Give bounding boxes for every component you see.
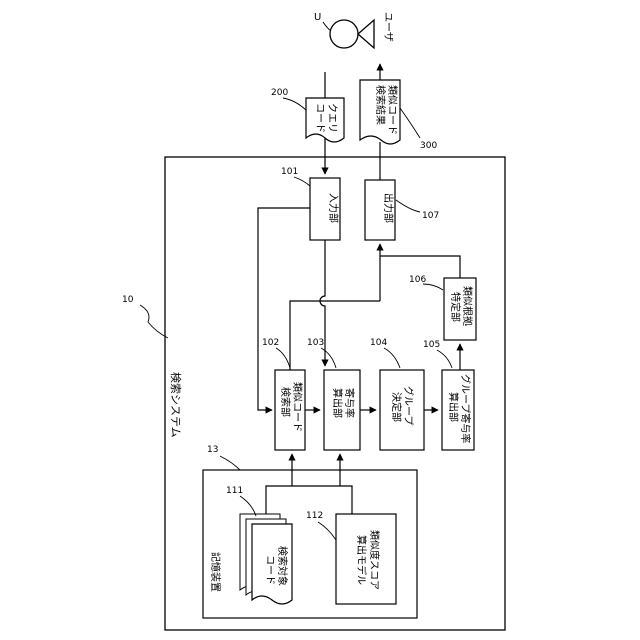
user-label: ユーザ [382,12,394,42]
model-line2: 算出モデル [355,535,368,585]
user-figure: U ユーザ [314,12,394,48]
group-decision-unit: グループ 決定部 104 [370,338,424,450]
search-line2: 検索部 [279,387,292,417]
similar-code-result-document: 類似コード 検索結果 300 [360,80,437,151]
query-ref-number: 200 [271,88,288,98]
system-ref-number: 10 [122,295,134,305]
contribution-rate-unit: 寄与率 算出部 103 [307,338,360,450]
targets-line1: 検索対象 [276,546,289,586]
group-contrib-leader [437,350,452,368]
output-unit: 出力部 107 [365,180,439,240]
user-leader [323,22,331,31]
query-leader [283,98,306,110]
query-line1: クエリ [326,103,338,133]
storage-leader [220,456,240,470]
query-code-document: クエリ コード 200 [271,88,344,142]
group-decide-line2: 決定部 [390,392,403,422]
search-leader [276,348,290,368]
group-decide-leader [384,348,400,368]
contribution-leader [321,348,336,368]
targets-ref-number: 111 [226,486,243,496]
input-label: 入力部 [327,193,340,223]
output-label: 出力部 [382,193,395,223]
group-decide-ref-number: 104 [370,338,387,348]
user-body-icon [358,20,374,48]
output-ref-number: 107 [422,211,439,221]
targets-line2: コード [264,555,275,585]
contribution-ref-number: 103 [307,338,324,348]
query-line2: コード [314,103,325,133]
input-unit: 入力部 101 [281,167,340,240]
storage-device: 記憶装置 13 検索対象 コード 111 類似度スコア 算出モデル 112 [203,445,417,618]
system-label: 検索システム [169,372,183,438]
group-contrib-ref-number: 105 [423,340,440,350]
model-ref-number: 112 [306,511,323,521]
result-ref-number: 300 [420,141,437,151]
input-leader [294,177,310,186]
similar-locate-line1: 類似根拠 [461,286,474,326]
search-ref-number: 102 [262,338,279,348]
group-contrib-line2: 算出部 [447,392,460,422]
result-line2: 検索結果 [374,85,387,125]
similar-locate-ref-number: 106 [409,275,426,285]
search-to-output-line [290,301,380,370]
similarity-basis-unit: 類似根拠 特定部 106 [409,275,476,340]
storage-label: 記憶装置 [209,552,222,592]
contribution-line2: 算出部 [331,388,344,418]
user-letter: U [314,12,321,23]
contribution-line1: 寄与率 [343,388,356,418]
output-leader [396,200,420,212]
input-ref-number: 101 [281,167,298,177]
search-line1: 類似コード [291,382,303,432]
similar-locate-line2: 特定部 [449,292,462,322]
group-contrib-line1: グループ寄与率 [459,374,472,443]
storage-ref-number: 13 [207,445,218,455]
result-leader [400,108,420,138]
result-line1: 類似コード [386,85,398,135]
user-head-icon [330,20,358,48]
similar-code-search-unit: 類似コード 検索部 102 [262,338,305,450]
group-contribution-unit: グループ寄与率 算出部 105 [423,340,474,450]
system-leader [140,305,168,338]
group-decide-line1: グループ [402,386,415,425]
model-line1: 類似度スコア [368,530,381,590]
